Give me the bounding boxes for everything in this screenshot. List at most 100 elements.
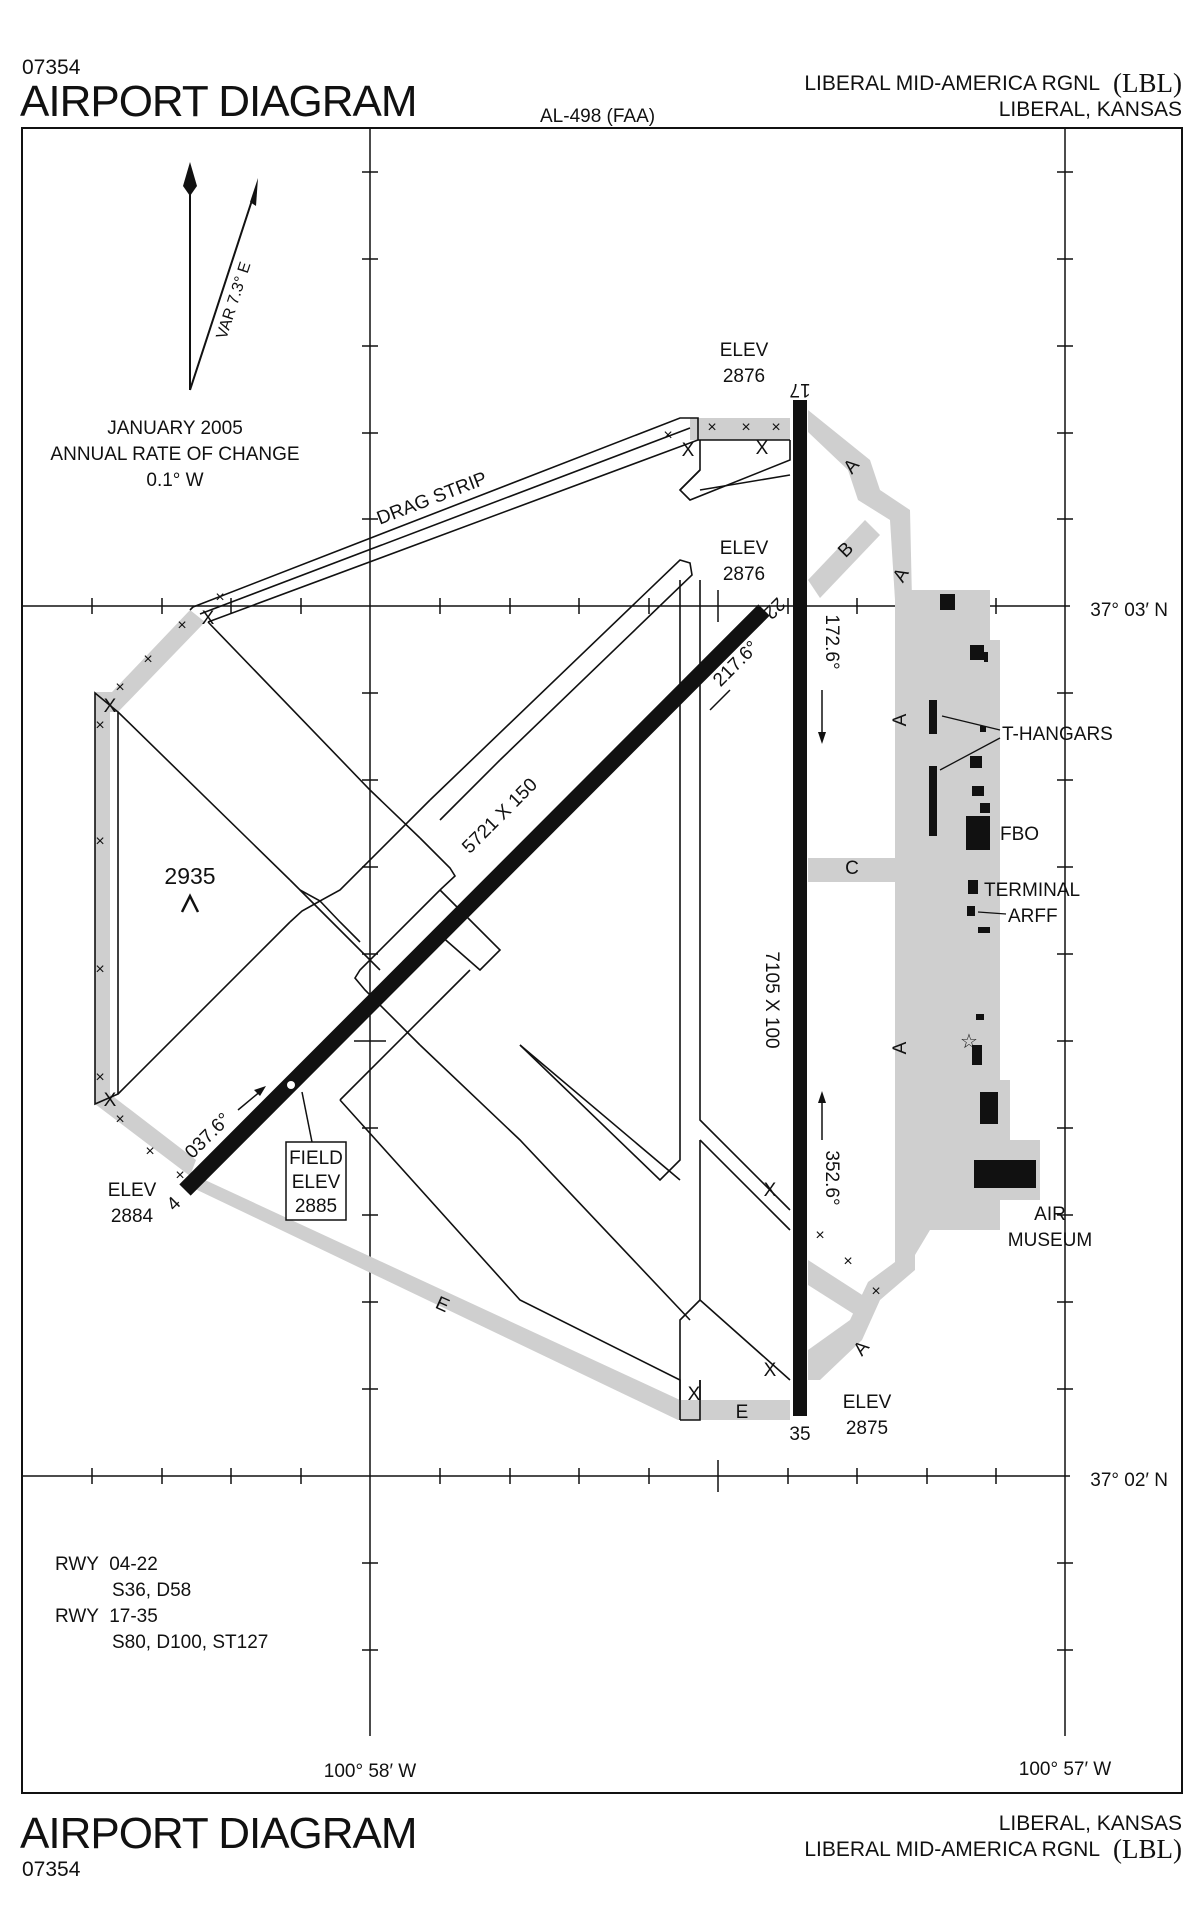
air-museum-label-1: AIR xyxy=(1034,1204,1066,1225)
t-hangar-building xyxy=(929,700,937,734)
runway-end-17: 17 xyxy=(789,379,810,400)
field-elev-label-1: FIELD xyxy=(289,1148,343,1169)
closed-small-x: × xyxy=(95,1069,104,1086)
rwy17-elev-label: ELEV xyxy=(720,340,769,361)
longitude-label-east: 100° 57′ W xyxy=(1019,1759,1112,1780)
variation-date: JANUARY 2005 xyxy=(107,418,243,439)
header-procedure-number: 07354 xyxy=(22,56,81,79)
rwy-04-22-strength-label: RWY 04-22 xyxy=(55,1554,158,1575)
north-arrow-group: VAR 7.3° E xyxy=(183,162,258,391)
field-elevation-leader xyxy=(301,1091,313,1143)
building xyxy=(984,652,988,662)
header-title: AIRPORT DIAGRAM xyxy=(20,77,417,126)
rwy17-elev-value: 2876 xyxy=(723,366,765,387)
footer-airport-id: (LBL) xyxy=(1113,1834,1182,1864)
footer-procedure-number: 07354 xyxy=(22,1858,81,1881)
terminal-label: TERMINAL xyxy=(984,880,1080,901)
taxiway-c-label: C xyxy=(845,858,859,879)
chart-frame xyxy=(21,127,1183,1794)
closed-marks: X X X X X X X X xyxy=(104,438,777,1405)
header-airport-id: (LBL) xyxy=(1113,68,1182,98)
arff-leader xyxy=(977,911,1007,915)
runway-17-heading: 172.6° xyxy=(821,614,842,669)
variation-rate: 0.1° W xyxy=(146,470,203,491)
t-hangars-label: T-HANGARS xyxy=(1002,724,1113,745)
latitude-label-south: 37° 02′ N xyxy=(1090,1470,1168,1491)
building xyxy=(970,756,982,768)
building xyxy=(980,726,986,732)
magnetic-north-arrow-icon xyxy=(250,178,258,206)
rwy4-elev-value: 2884 xyxy=(111,1206,154,1227)
header-airport-name: LIBERAL MID-AMERICA RGNL xyxy=(804,72,1100,95)
closed-x-mark: X xyxy=(202,608,215,629)
closed-x-mark: X xyxy=(764,1180,777,1201)
buildings xyxy=(929,594,1036,1188)
runway-4-heading-arrow-icon xyxy=(254,1086,266,1096)
closed-small-x: × xyxy=(707,419,716,436)
t-hangars-leader xyxy=(939,737,1001,771)
rwy-17-35-strength-values: S80, D100, ST127 xyxy=(112,1632,268,1653)
footer-title: AIRPORT DIAGRAM xyxy=(20,1809,417,1858)
terminal-building xyxy=(968,880,978,894)
footer-airport-name: LIBERAL MID-AMERICA RGNL xyxy=(804,1838,1100,1861)
arff-label: ARFF xyxy=(1008,906,1058,927)
runway-35-heading: 352.6° xyxy=(821,1150,842,1205)
rwy35-elev-value: 2875 xyxy=(846,1418,888,1439)
fbo-building xyxy=(966,816,990,850)
true-north-arrow-icon xyxy=(183,162,197,196)
rwy4-elev-label: ELEV xyxy=(108,1180,157,1201)
closed-x-mark: X xyxy=(682,440,695,461)
rwy-17-35-strength-label: RWY 17-35 xyxy=(55,1606,158,1627)
building xyxy=(978,927,990,933)
closed-small-x: × xyxy=(871,1283,880,1300)
taxiway-pavement xyxy=(95,410,1040,1420)
closed-small-x: × xyxy=(663,427,672,444)
taxiway-a-label-4: A xyxy=(890,1041,911,1054)
footer-city-state: LIBERAL, KANSAS xyxy=(999,1812,1182,1835)
closed-small-x: × xyxy=(143,651,152,668)
latitude-label-north: 37° 03′ N xyxy=(1090,600,1168,621)
building xyxy=(972,1045,982,1065)
closed-small-x: × xyxy=(95,833,104,850)
longitude-label-west: 100° 58′ W xyxy=(324,1761,417,1782)
beacon-star-icon: ☆ xyxy=(960,1031,978,1053)
header-city-state: LIBERAL, KANSAS xyxy=(999,98,1182,121)
building xyxy=(970,645,984,660)
runway-17-heading-arrow-icon xyxy=(818,732,826,744)
taxiway-a-label-3: A xyxy=(890,713,911,726)
closed-small-x: × xyxy=(843,1253,852,1270)
runway-end-4: 4 xyxy=(163,1193,186,1216)
obstacle-icon xyxy=(180,893,200,913)
runway-22-heading-arrow-line xyxy=(709,689,731,711)
taxiway-e-label-south: E xyxy=(736,1402,749,1423)
closed-small-marks: × × × × × × × × × × × × × × × × × × xyxy=(95,419,880,1300)
closed-x-mark: X xyxy=(764,1360,777,1381)
field-elev-value: 2885 xyxy=(295,1196,337,1217)
closed-small-x: × xyxy=(115,679,124,696)
rwy22-elev-value: 2876 xyxy=(723,564,765,585)
arff-building xyxy=(967,906,975,916)
runway-17-35-dimensions: 7105 X 100 xyxy=(761,951,782,1048)
runway-04-22 xyxy=(179,604,770,1196)
building xyxy=(980,803,990,813)
runway-35-heading-arrow-icon xyxy=(818,1091,826,1103)
t-hangar-building xyxy=(929,766,937,836)
building xyxy=(980,1092,998,1124)
taxiway-labels: A B A A C A A E E xyxy=(432,455,913,1423)
closed-small-x: × xyxy=(145,1143,154,1160)
closed-small-x: × xyxy=(95,961,104,978)
airport-reference-point-icon xyxy=(287,1081,295,1089)
rwy22-elev-label: ELEV xyxy=(720,538,769,559)
closed-small-x: × xyxy=(771,419,780,436)
building xyxy=(972,786,984,796)
field-elevation-box xyxy=(285,1141,347,1221)
field-elev-label-2: ELEV xyxy=(292,1172,341,1193)
closed-x-mark: X xyxy=(104,1090,117,1111)
closed-pavement-outlines xyxy=(94,417,791,1421)
closed-x-mark: X xyxy=(756,438,769,459)
building xyxy=(976,1014,984,1020)
closed-small-x: × xyxy=(741,419,750,436)
obstacle-elevation: 2935 xyxy=(164,863,215,889)
air-museum-building xyxy=(974,1160,1036,1188)
